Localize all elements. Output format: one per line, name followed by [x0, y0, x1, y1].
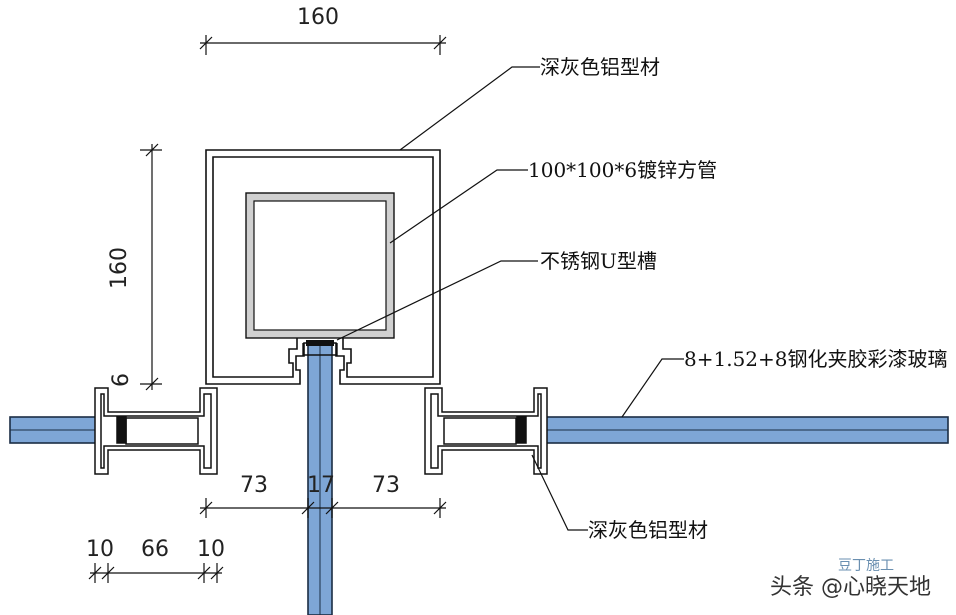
dimension-lines: [90, 35, 446, 583]
dim-left-height: 160: [107, 247, 132, 289]
label-square-tube: 100*100*6镀锌方管: [528, 158, 717, 182]
watermark-faint: 豆丁施工: [838, 558, 894, 574]
dim-top-width: 160: [297, 5, 339, 30]
label-bottom-profile: 深灰色铝型材: [588, 518, 708, 542]
dim-mid-center: 17: [307, 473, 335, 498]
label-u-channel: 不锈钢U型槽: [540, 249, 657, 273]
dim-mid-right: 73: [372, 473, 400, 498]
dim-small-offset: 6: [109, 373, 134, 387]
watermark: 头条 @心晓天地: [770, 575, 931, 600]
dim-mid-left: 73: [240, 473, 268, 498]
square-tube: [245, 192, 395, 339]
dim-bottom-a: 10: [86, 537, 114, 562]
right-aluminum-profile: [424, 387, 548, 475]
dim-bottom-c: 10: [197, 537, 225, 562]
u-channel: [302, 340, 338, 356]
dim-bottom-b: 66: [141, 537, 169, 562]
leader-lines: [336, 66, 684, 531]
label-top-profile: 深灰色铝型材: [540, 55, 660, 79]
glass-panels: [9, 342, 949, 615]
label-glass: 8+1.52+8钢化夹胶彩漆玻璃: [684, 347, 948, 371]
left-aluminum-profile: [94, 387, 218, 475]
